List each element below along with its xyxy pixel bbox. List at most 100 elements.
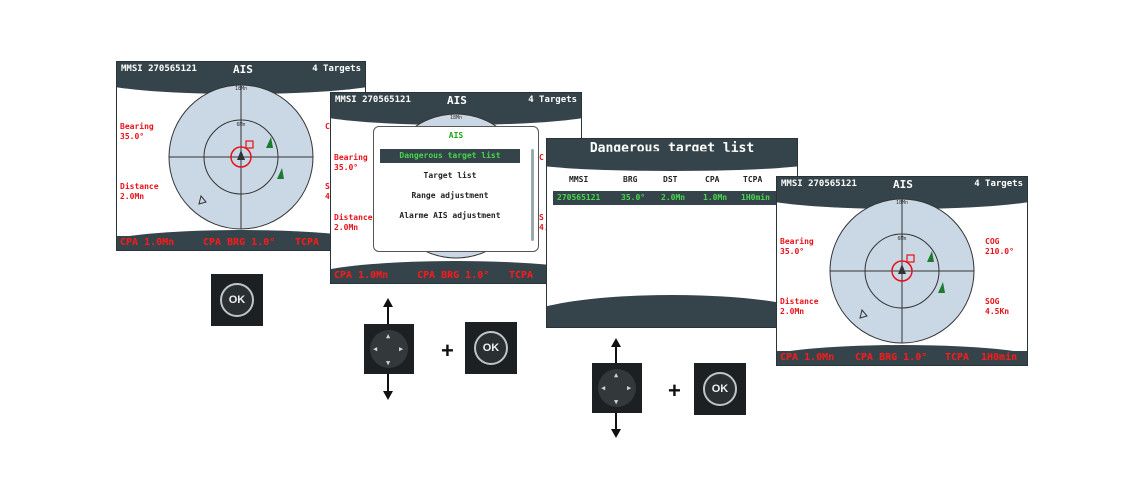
ais-screen-4: MMSI 270565121 AIS 4 Targets 18Mn 6Mn Be…: [776, 176, 1028, 366]
tcpa-label: TCPA: [295, 237, 320, 248]
targets-count: 4 Targets: [528, 95, 577, 105]
mmsi-label: MMSI 270565121: [121, 64, 197, 74]
ais-target-icon: [198, 194, 207, 205]
up-arrow-icon[interactable]: ▲: [614, 371, 619, 379]
footer-bar: CPA 1.0Mn CPA BRG 1.0° TCPA: [331, 269, 581, 283]
header-bar: MMSI 270565121 AIS 4 Targets: [117, 62, 365, 78]
ais-target-icon: [859, 308, 868, 319]
col-mmsi: MMSI: [569, 175, 589, 184]
header-bar: MMSI 270565121 AIS 4 Targets: [777, 177, 1027, 193]
range-inner-label: 6Mn: [236, 122, 245, 128]
range-outer-label: 18Mn: [896, 200, 908, 206]
ais-screen-2: MMSI 270565121 AIS 4 Targets 18Mn 6Mn Be…: [330, 92, 582, 284]
screen-title: AIS: [233, 63, 253, 76]
plus-sign: +: [441, 338, 454, 363]
tcpa-label: TCPA: [945, 352, 970, 363]
ais-screen-1: MMSI 270565121 AIS 4 Targets 18Mn 6Mn Be…: [116, 61, 366, 251]
left-arrow-icon[interactable]: ◀: [601, 384, 606, 392]
cpa-brg-value: CPA BRG 1.0°: [203, 237, 276, 248]
range-outer-label: 18Mn: [235, 86, 247, 92]
cpa-brg-value: CPA BRG 1.0°: [855, 352, 928, 363]
footer-bar: CPA 1.0Mn CPA BRG 1.0° TCPA 1H0min: [777, 351, 1027, 365]
down-arrow-icon[interactable]: ▼: [386, 359, 391, 367]
navigation-pad[interactable]: ▲ ▼ ◀ ▶: [592, 363, 642, 413]
cell-cpa: 1.0Mn: [703, 193, 728, 202]
dangerous-target-list-screen: Dangerous target list MMSI BRG DST CPA T…: [546, 138, 798, 328]
ok-label: OK: [703, 372, 737, 406]
tcpa-label: TCPA: [509, 270, 534, 281]
cpa-value: CPA 1.0Mn: [334, 270, 389, 281]
ok-label: OK: [474, 331, 508, 365]
right-arrow-icon[interactable]: ▶: [399, 345, 404, 353]
bottom-bezel: [547, 295, 797, 327]
own-ship-icon: [898, 264, 906, 274]
own-ship-icon: [237, 150, 245, 160]
menu-item-target-list[interactable]: Target list: [423, 171, 477, 180]
cell-brg: 35.0°: [621, 193, 646, 202]
ais-target-icon: [266, 137, 273, 148]
cell-dst: 2.0Mn: [661, 193, 686, 202]
cpa-brg-value: CPA BRG 1.0°: [417, 270, 490, 281]
screen-title: AIS: [893, 178, 913, 191]
col-brg: BRG: [623, 175, 638, 184]
footer-bar: CPA 1.0Mn CPA BRG 1.0° TCPA: [117, 236, 365, 250]
dpad-ring: [370, 330, 408, 368]
dpad-ring: [598, 369, 636, 407]
right-arrow-icon[interactable]: ▶: [627, 384, 632, 392]
ais-target-icon: [938, 282, 945, 293]
range-inner-label: 6Mn: [897, 236, 906, 242]
up-arrow-icon[interactable]: ▲: [386, 332, 391, 340]
ok-button[interactable]: OK: [211, 274, 263, 326]
mmsi-label: MMSI 270565121: [781, 179, 857, 189]
ok-label: OK: [220, 283, 254, 317]
ok-button[interactable]: OK: [465, 322, 517, 374]
navigation-pad[interactable]: ▲ ▼ ◀ ▶: [364, 324, 414, 374]
tcpa-value: 1H0min: [981, 352, 1018, 363]
target-selection-box: [906, 254, 915, 263]
cog-label-clipped: C: [325, 122, 330, 131]
ais-menu: AIS Dangerous target list Target list Ra…: [373, 126, 539, 252]
menu-item-dangerous-target-list[interactable]: Dangerous target list: [380, 149, 520, 163]
col-tcpa: TCPA: [743, 175, 763, 184]
radar-plot: 18Mn 6Mn: [829, 198, 975, 344]
cell-mmsi: 270565121: [557, 193, 601, 202]
left-arrow-icon[interactable]: ◀: [373, 345, 378, 353]
ais-target-icon: [277, 168, 284, 179]
col-cpa: CPA: [705, 175, 720, 184]
cog-label-clipped: C: [539, 153, 544, 162]
col-dst: DST: [663, 175, 678, 184]
menu-item-alarm-ais-adjustment[interactable]: Alarme AIS adjustment: [399, 211, 501, 220]
mmsi-label: MMSI 270565121: [335, 95, 411, 105]
radar-plot: 18Mn 6Mn: [168, 84, 314, 230]
top-bezel: [547, 151, 797, 171]
cpa-value: CPA 1.0Mn: [120, 237, 175, 248]
alarm-circle: [230, 146, 252, 168]
targets-count: 4 Targets: [312, 64, 361, 74]
cpa-value: CPA 1.0Mn: [780, 352, 835, 363]
ok-button[interactable]: OK: [694, 363, 746, 415]
target-selection-box: [245, 140, 254, 149]
table-row[interactable]: 270565121 35.0° 2.0Mn 1.0Mn 1H0min: [553, 191, 791, 205]
menu-title: AIS: [448, 131, 464, 140]
screen-title: AIS: [447, 94, 467, 107]
menu-scrollbar[interactable]: [531, 149, 534, 241]
header-bar: MMSI 270565121 AIS 4 Targets: [331, 93, 581, 109]
menu-item-range-adjustment[interactable]: Range adjustment: [411, 191, 489, 200]
cell-tcpa: 1H0min: [741, 193, 770, 202]
alarm-circle: [891, 260, 913, 282]
down-arrow-icon[interactable]: ▼: [614, 398, 619, 406]
ais-target-icon: [927, 251, 934, 262]
plus-sign: +: [668, 378, 681, 403]
sog-label-clipped: S4.: [325, 182, 335, 201]
range-outer-label: 18Mn: [450, 115, 462, 121]
targets-count: 4 Targets: [974, 179, 1023, 189]
